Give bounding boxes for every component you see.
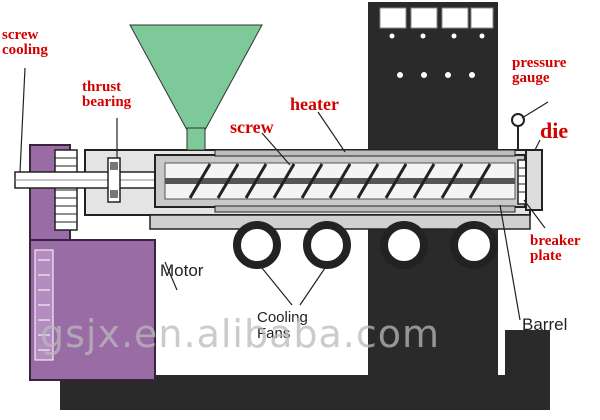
thrust-bearing xyxy=(107,157,121,203)
die xyxy=(525,149,543,211)
pressure-gauge xyxy=(511,113,525,150)
watermark: gsjx.en.alibaba.com xyxy=(40,312,441,356)
label-breaker-plate: breaker plate xyxy=(530,233,581,264)
screw-flights xyxy=(165,163,515,199)
breaker-plate xyxy=(517,159,527,205)
label-barrel: Barrel xyxy=(522,315,568,334)
label-pressure-gauge: pressure gauge xyxy=(512,55,567,86)
leader-lines xyxy=(19,67,549,321)
drive-gear xyxy=(54,149,78,231)
label-screw-cooling: screw cooling xyxy=(2,27,48,58)
screw-shaft xyxy=(14,171,156,189)
hopper xyxy=(129,24,263,151)
label-heater: heater xyxy=(290,94,339,114)
label-screw: screw xyxy=(230,117,274,137)
label-thrust-bearing: thrust bearing xyxy=(82,79,132,110)
frame-post-right xyxy=(505,330,550,380)
cooling-fans xyxy=(233,221,498,269)
label-motor: Motor xyxy=(160,261,204,280)
label-die: die xyxy=(540,118,569,143)
label-cooling-fans: Cooling Fans xyxy=(257,309,308,342)
